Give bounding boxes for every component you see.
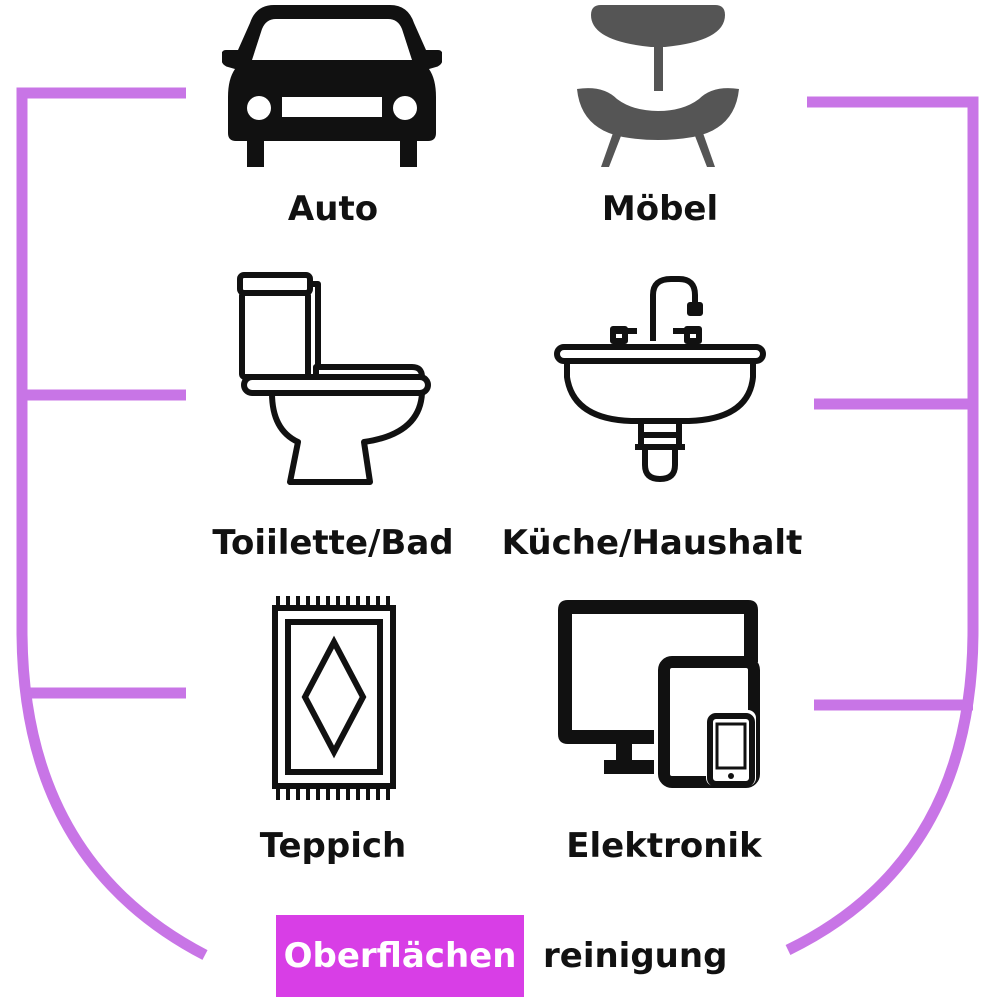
- rug-icon: [272, 596, 396, 800]
- label-moebel: Möbel: [601, 189, 719, 229]
- suffix-word: reinigung: [543, 936, 728, 976]
- label-auto: Auto: [287, 189, 379, 229]
- label-kueche-haushalt: Küche/Haushalt: [501, 523, 803, 563]
- devices-icon: [558, 600, 760, 788]
- sink-icon: [554, 276, 766, 482]
- chair-icon: [577, 5, 739, 167]
- footer-title: Oberflächen reinigung: [0, 913, 1000, 1003]
- label-elektronik: Elektronik: [566, 826, 762, 866]
- label-teppich: Teppich: [259, 826, 407, 866]
- highlight-word: Oberflächen: [276, 915, 524, 997]
- toilet-icon: [237, 272, 431, 485]
- label-toilette-bad: Toiilette/Bad: [212, 523, 454, 563]
- car-icon: [222, 5, 442, 167]
